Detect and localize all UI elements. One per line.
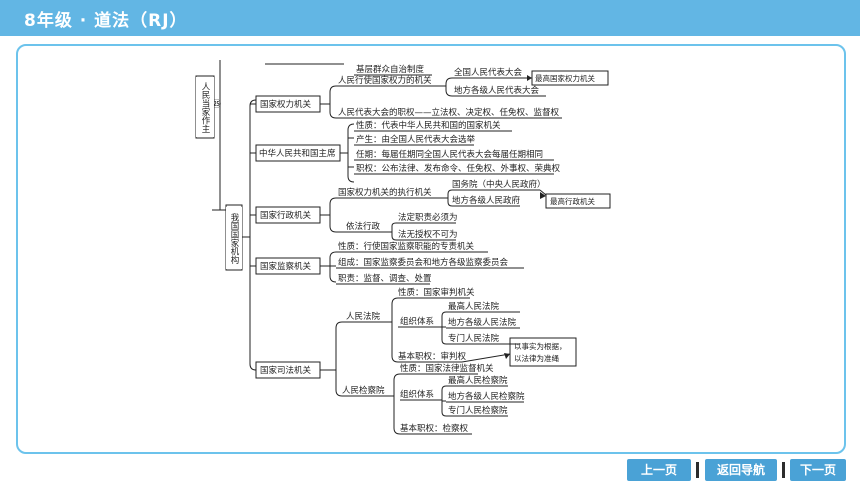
head-item: 任期：每届任期同全国人民代表大会每届任期相同	[356, 149, 543, 160]
admin-law: 依法行政	[346, 221, 381, 232]
header-bar: 8年级 · 道法（RJ）	[0, 0, 860, 36]
procuratorate-nature: 性质：国家法律监督机关	[400, 363, 494, 374]
court-org-item: 地方各级人民法院	[448, 317, 517, 328]
circle-mark: ㉕	[212, 99, 221, 110]
section-supervision: 国家监察机关	[260, 261, 312, 272]
nav-separator	[782, 462, 785, 478]
court-org-item: 最高人民法院	[448, 301, 500, 312]
court-org: 组织体系	[400, 316, 434, 327]
admin-row1: 国家权力机关的执行机关	[338, 187, 432, 198]
court-note: 以法律为准绳	[514, 353, 559, 363]
page-title: 8年级 · 道法（RJ）	[24, 11, 188, 31]
content-frame	[16, 44, 846, 454]
procuratorate-label: 人民检察院	[342, 385, 385, 396]
power-npc: 全国人民代表大会	[454, 67, 523, 78]
prev-page-button[interactable]: 上一页	[627, 459, 691, 481]
supervision-item: 职责：监督、调查、处置	[338, 273, 432, 284]
nav-separator	[696, 462, 699, 478]
root-vertical-label: 人民当家作主	[196, 77, 214, 137]
supervision-item: 性质：行使国家监察职能的专责机关	[338, 241, 475, 252]
procuratorate-org-item: 地方各级人民检察院	[448, 391, 525, 402]
procuratorate-duty: 基本职权：检察权	[400, 423, 469, 434]
admin-law-item: 法定职责必须为	[398, 212, 458, 223]
arrow-icon	[504, 353, 510, 359]
procuratorate-org-item: 专门人民检察院	[448, 405, 508, 416]
admin-law-item: 法无授权不可为	[398, 229, 458, 240]
procuratorate-org-item: 最高人民检察院	[448, 375, 508, 386]
court-label: 人民法院	[346, 311, 381, 322]
procuratorate-org: 组织体系	[400, 389, 434, 400]
section-power: 国家权力机关	[260, 99, 312, 110]
power-row1: 人民行使国家权力的机关	[338, 75, 432, 86]
section-head: 中华人民共和国主席	[259, 148, 336, 159]
power-local: 地方各级人民代表大会	[454, 85, 540, 96]
section-admin: 国家行政机关	[260, 210, 312, 221]
arrow-icon	[527, 75, 532, 81]
branch-vertical-label: 我国国家机构	[226, 207, 242, 269]
head-item: 职权：公布法律、发布命令、任免权、外事权、荣典权	[356, 163, 561, 174]
mind-map-diagram: ㉕ 基层群众自治制度 国家权力机关 人民行使国家权力的机关 全国人民代表大会 地…	[195, 60, 611, 435]
court-duty: 基本职权：审判权	[398, 351, 467, 362]
supervision-item: 组成：国家监察委员会和地方各级监察委员会	[338, 257, 509, 268]
court-nature: 性质：国家审判机关	[398, 287, 475, 298]
power-highest: 最高国家权力机关	[535, 73, 595, 83]
head-item: 产生：由全国人民代表大会选举	[356, 134, 476, 145]
section-judicial: 国家司法机关	[260, 365, 312, 376]
admin-local: 地方各级人民政府	[452, 195, 521, 206]
next-page-button[interactable]: 下一页	[790, 459, 846, 481]
court-org-item: 专门人民法院	[448, 333, 500, 344]
back-to-nav-button[interactable]: 返回导航	[705, 459, 777, 481]
court-note: 以事实为根据，	[514, 341, 567, 351]
admin-highest: 最高行政机关	[550, 196, 595, 206]
power-duties: 人民代表大会的职权——立法权、决定权、任免权、监督权	[338, 107, 560, 118]
top-item: 基层群众自治制度	[356, 64, 425, 75]
arrow-icon	[540, 192, 546, 199]
head-item: 性质：代表中华人民共和国的国家机关	[356, 120, 501, 131]
admin-council: 国务院（中央人民政府）	[452, 179, 546, 190]
